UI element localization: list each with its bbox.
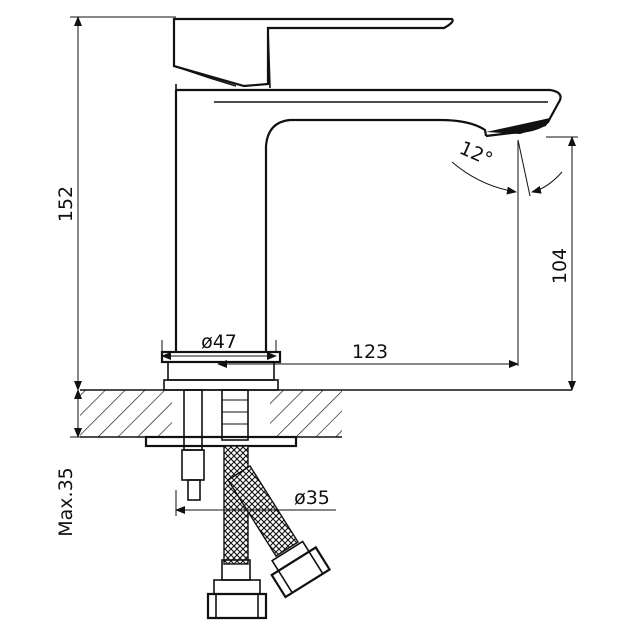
spout-height-label: 104 (549, 248, 571, 284)
base-flange (160, 350, 282, 364)
spout-reach-label: 123 (352, 341, 388, 363)
faucet-body (160, 17, 562, 391)
mounting-assembly (144, 389, 332, 620)
aerator (486, 118, 550, 134)
height-total-label: 152 (55, 186, 77, 222)
braided-hose-angled (227, 465, 299, 557)
lever-handle (172, 17, 454, 88)
angle-label: 12° (456, 137, 496, 171)
dimension-lines (70, 16, 578, 516)
max-thickness-label: Max.35 (55, 467, 77, 537)
mounting-plate (144, 435, 298, 448)
hole-diameter-label: ø35 (294, 487, 330, 509)
base-diameter-label: ø47 (201, 331, 237, 353)
dimension-labels: 152 104 ø47 123 12° Max.35 ø35 (55, 137, 571, 537)
countertop (80, 389, 572, 438)
